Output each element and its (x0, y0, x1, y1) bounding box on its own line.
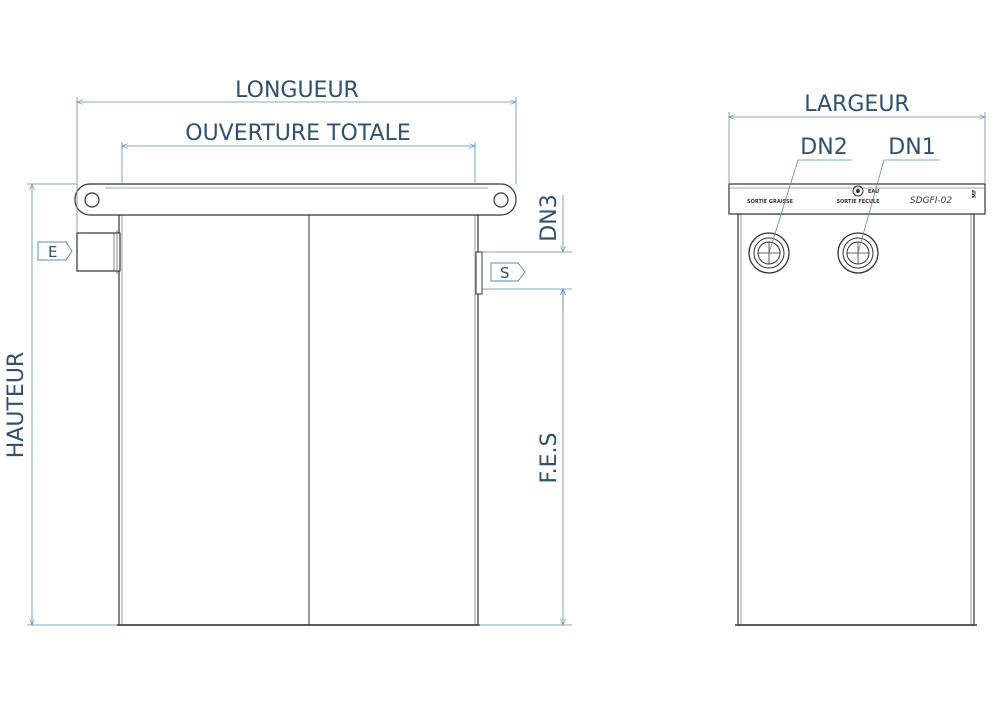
plate-left-label: SORTIE GRAISSE (747, 199, 794, 205)
eau-fitting-icon (852, 185, 864, 197)
lid-bar (74, 183, 517, 216)
inlet-tag-label: E (48, 243, 57, 261)
length-label: LONGUEUR (235, 78, 359, 103)
width-label: LARGEUR (804, 92, 909, 117)
dn1-label: DN1 (888, 135, 935, 160)
inlet-pipe (76, 232, 121, 272)
outlet-tag: S (490, 262, 526, 282)
inlet-tag: E (37, 241, 73, 261)
front-view: LONGUEUR OUVERTURE TOTALE HAUTEUR DN3 F.… (4, 78, 572, 626)
outlet-tag-label: S (500, 264, 510, 282)
lid-hole-right (493, 192, 509, 208)
lid-hole-left (84, 192, 100, 208)
side-top-plate (728, 183, 986, 215)
model-code: SDGFI-02 (910, 196, 952, 206)
dn2-label: DN2 (800, 135, 847, 160)
brand-mark: MF (972, 190, 978, 198)
plate-eau-label: EAU (868, 189, 879, 195)
side-view: EAU SORTIE GRAISSE SORTIE FECULE SDGFI-0… (728, 92, 986, 626)
side-tank-body (737, 213, 975, 626)
plate-right-label: SORTIE FECULE (836, 199, 880, 205)
tank-body (118, 213, 479, 626)
outlet-pipe (475, 251, 483, 295)
opening-label: OUVERTURE TOTALE (185, 121, 410, 146)
fes-label: F.E.S (537, 433, 562, 484)
height-label: HAUTEUR (4, 352, 29, 458)
dn3-label: DN3 (537, 194, 562, 241)
